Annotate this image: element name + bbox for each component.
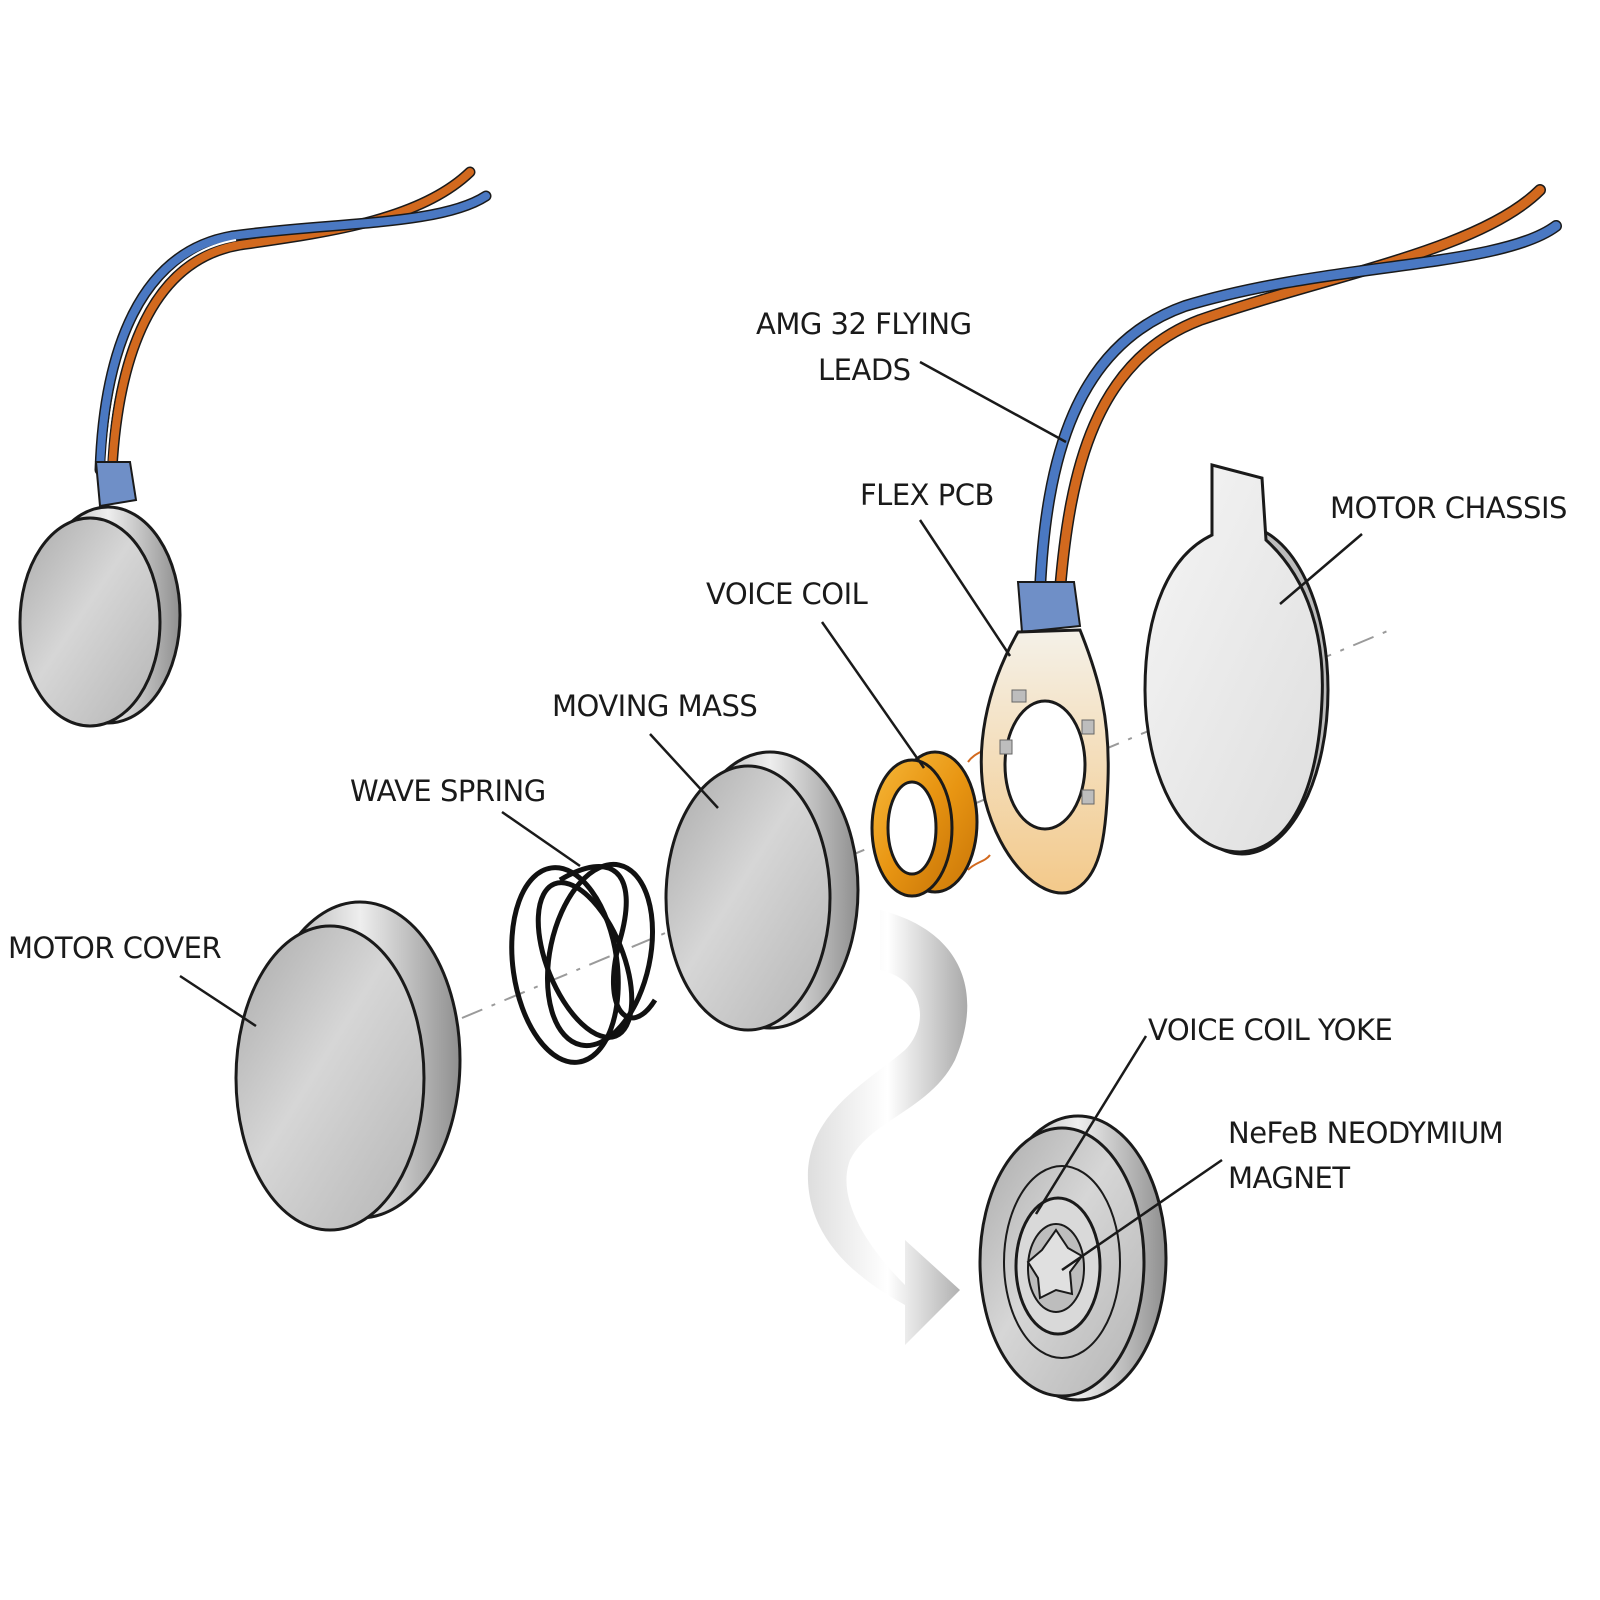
label-voice-coil-yoke: VOICE COIL YOKE xyxy=(1148,1013,1392,1047)
neodymium-magnet xyxy=(1026,1223,1085,1313)
label-magnet-line2: MAGNET xyxy=(1228,1161,1350,1195)
label-magnet-line1: NeFeB NEODYMIUM xyxy=(1228,1116,1503,1150)
flex-pcb xyxy=(979,628,1110,895)
moving-mass xyxy=(664,750,860,1032)
label-motor-chassis: MOTOR CHASSIS xyxy=(1330,491,1567,525)
motor-cover xyxy=(234,900,462,1232)
label-voice-coil: VOICE COIL xyxy=(706,577,868,611)
curved-arrow xyxy=(807,910,968,1345)
voice-coil xyxy=(870,744,991,898)
assembled-motor-face xyxy=(18,516,162,728)
wire-sleeve xyxy=(94,461,138,508)
flying-leads xyxy=(1016,184,1562,634)
callout-labels: AMG 32 FLYING LEADS FLEX PCB MOTOR CHASS… xyxy=(8,307,1567,1195)
motor-chassis xyxy=(1143,463,1330,856)
label-moving-mass: MOVING MASS xyxy=(552,689,757,723)
label-flex-pcb: FLEX PCB xyxy=(860,478,994,512)
label-flying-leads-line1: AMG 32 FLYING xyxy=(756,307,972,341)
label-wave-spring: WAVE SPRING xyxy=(350,774,546,808)
label-motor-cover: MOTOR COVER xyxy=(8,931,221,965)
wave-spring xyxy=(509,861,658,1065)
assembled-motor-wires xyxy=(94,166,492,476)
label-flying-leads-line2: LEADS xyxy=(818,353,911,387)
assembled-motor xyxy=(18,166,492,728)
leader-lines xyxy=(179,360,1363,1272)
